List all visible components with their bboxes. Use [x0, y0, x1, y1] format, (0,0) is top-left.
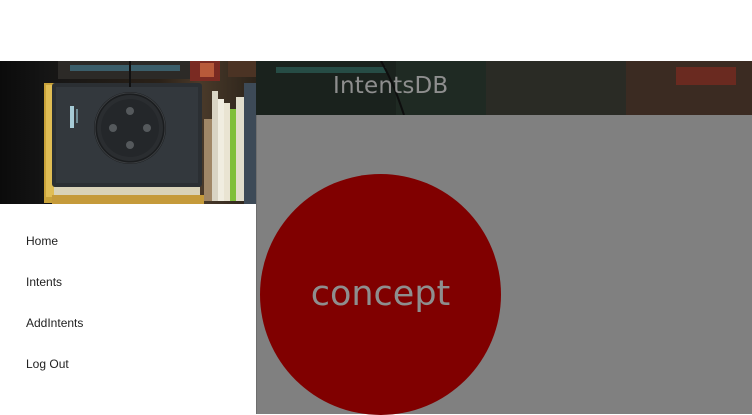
sidebar-hero-image — [0, 61, 256, 204]
nav-item-logout[interactable]: Log Out — [26, 357, 69, 371]
main-overlay: concept — [256, 115, 752, 415]
smart-speaker-on-books-image — [44, 61, 256, 204]
nav-item-addintents[interactable]: AddIntents — [26, 316, 84, 330]
sidebar: Home Intents AddIntents Log Out — [0, 61, 256, 414]
sidebar-divider — [256, 115, 257, 414]
app-title: IntentsDB — [333, 73, 449, 99]
nav-item-home[interactable]: Home — [26, 234, 59, 248]
top-whitespace — [0, 0, 752, 61]
nav-item-intents[interactable]: Intents — [26, 275, 63, 289]
app-header: IntentsDB — [256, 61, 752, 116]
header-background-image — [256, 61, 752, 115]
concept-bubble[interactable]: concept — [260, 174, 501, 415]
concept-label: concept — [310, 273, 451, 314]
